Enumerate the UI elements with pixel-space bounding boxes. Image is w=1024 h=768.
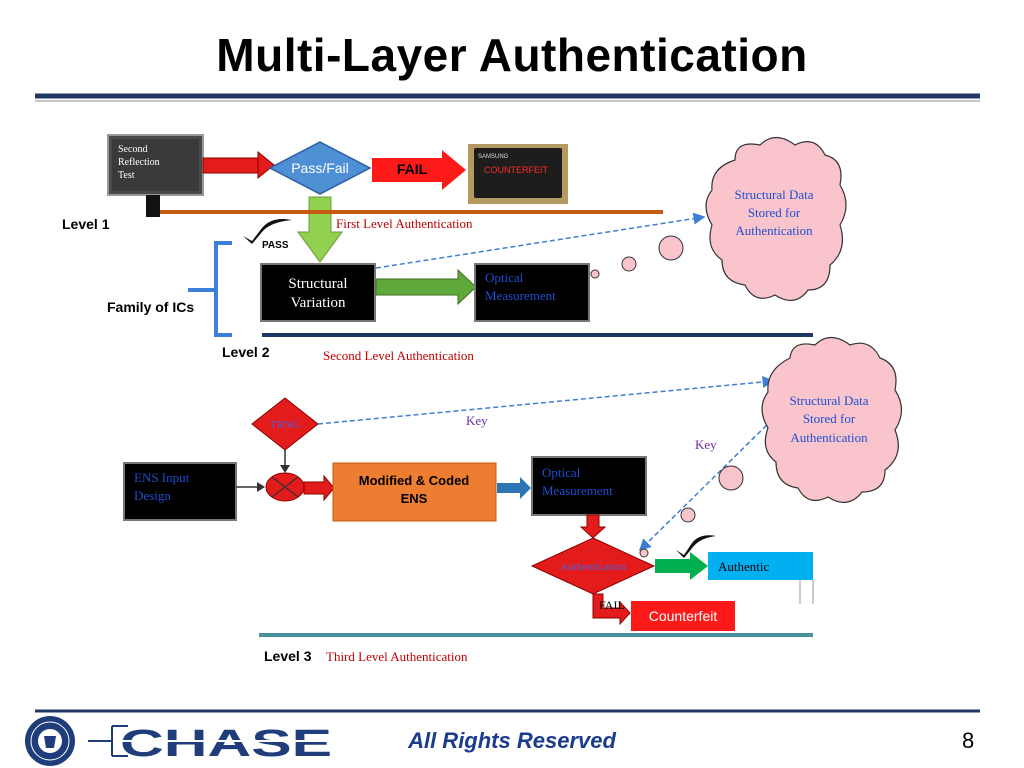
- structural-line-1: Structural: [288, 276, 347, 292]
- counterfeit-result-box: Counterfeit: [631, 601, 735, 631]
- family-brace: [214, 241, 232, 337]
- modified-line-1: Modified & Coded: [359, 473, 470, 488]
- cloud2-line-1: Structural Data: [789, 393, 868, 408]
- trng-node: TRNG: [251, 397, 319, 451]
- thought-bubble-medium-2: [680, 507, 696, 523]
- counterfeit-chip-image: SAMSUNG COUNTERFEIT: [468, 144, 568, 204]
- thought-bubble-medium: [621, 256, 637, 272]
- reflection-label-3: Test: [118, 170, 135, 181]
- slide-title: Multi-Layer Authentication: [216, 29, 808, 81]
- footer-text: All Rights Reserved: [408, 728, 616, 753]
- level3-caption: Third Level Authentication: [326, 649, 468, 664]
- authentic-result-box: Authentic: [708, 552, 814, 604]
- level1-caption: First Level Authentication: [336, 216, 473, 231]
- arrow-trng-to-xor-head: [280, 465, 290, 473]
- ens-line-2: Design: [134, 488, 171, 503]
- dashed-line-to-cloud1: [375, 212, 706, 269]
- cloud1-line-1: Structural Data: [734, 187, 813, 202]
- structural-data-cloud-1: Structural Data Stored for Authenticatio…: [705, 136, 847, 301]
- ens-line-1: ENS Input: [134, 470, 190, 485]
- dashed-line-trng-to-cloud2: [317, 376, 775, 425]
- structural-line-2: Variation: [291, 295, 346, 311]
- fail-arrow: FAIL: [372, 150, 466, 190]
- level1-label: Level 1: [62, 216, 110, 232]
- key-label-1: Key: [466, 413, 488, 428]
- arrow-optical-to-auth: [579, 514, 607, 539]
- level2-caption: Second Level Authentication: [323, 348, 474, 363]
- thought-bubble-large-2: [718, 465, 744, 491]
- counterfeit-label: Counterfeit: [649, 608, 718, 624]
- modified-line-2: ENS: [401, 491, 428, 506]
- pass-fail-label: Pass/Fail: [291, 160, 349, 176]
- arrow-ens-to-xor-head: [257, 482, 265, 492]
- trng-label: TRNG: [270, 419, 300, 431]
- pass-label: PASS: [262, 240, 289, 251]
- arrow-monitor-to-passfail: [202, 150, 275, 180]
- thought-bubble-large: [658, 235, 684, 261]
- structural-data-cloud-2: Structural Data Stored for Authenticatio…: [761, 336, 903, 503]
- optical-l3-line-2: Measurement: [542, 483, 613, 498]
- optical-l2-line-2: Measurement: [485, 288, 556, 303]
- pass-fail-decision: Pass/Fail: [268, 141, 372, 195]
- university-seal-logo: [25, 716, 75, 766]
- key-label-2: Key: [695, 437, 717, 452]
- ens-input-design-box: ENS Input Design: [123, 462, 237, 521]
- checkmark-icon: [243, 219, 292, 244]
- fail-label: FAIL: [397, 161, 428, 177]
- reflection-test-monitor: Second Reflection Test: [107, 134, 204, 217]
- cloud2-line-3: Authentication: [790, 430, 868, 445]
- arrow-structural-to-optical: [375, 268, 477, 306]
- level3-label: Level 3: [264, 648, 312, 664]
- arrow-auth-to-authentic: [655, 552, 708, 580]
- fail-label-l3: FAIL: [599, 598, 625, 612]
- checkmark-icon-2: [676, 535, 716, 558]
- authentication-label: Authentication: [560, 561, 626, 573]
- arrow-modified-to-optical: [497, 477, 531, 499]
- arrow-xor-to-modified: [303, 474, 335, 502]
- level2-label: Level 2: [222, 344, 270, 360]
- optical-l2-line-1: Optical: [485, 270, 524, 285]
- modified-coded-ens-box: Modified & Coded ENS: [332, 462, 497, 522]
- cloud1-line-2: Stored for: [748, 205, 801, 220]
- chase-logo: CHASE: [88, 723, 332, 765]
- thought-bubble-small-2: [639, 548, 649, 558]
- authentic-label: Authentic: [718, 559, 769, 574]
- optical-measurement-box-l2: Optical Measurement: [474, 263, 590, 322]
- reflection-label-2: Reflection: [118, 157, 160, 168]
- authentication-decision: Authentication: [530, 537, 656, 595]
- family-label: Family of ICs: [107, 299, 194, 315]
- cloud2-line-2: Stored for: [803, 411, 856, 426]
- page-number: 8: [962, 728, 975, 753]
- chip-label: COUNTERFEIT: [484, 165, 549, 175]
- optical-l3-line-1: Optical: [542, 465, 581, 480]
- optical-measurement-box-l3: Optical Measurement: [531, 456, 647, 516]
- thought-bubble-small: [590, 269, 600, 279]
- arrow-auth-to-counterfeit: [592, 593, 631, 626]
- dashed-line-cloud2-to-auth: [638, 413, 779, 552]
- xor-node: [265, 472, 305, 502]
- reflection-label-1: Second: [118, 144, 147, 155]
- chase-logo-text: CHASE: [120, 723, 332, 765]
- cloud1-line-3: Authentication: [735, 223, 813, 238]
- chip-brand: SAMSUNG: [478, 154, 509, 160]
- structural-variation-box: Structural Variation: [260, 263, 376, 322]
